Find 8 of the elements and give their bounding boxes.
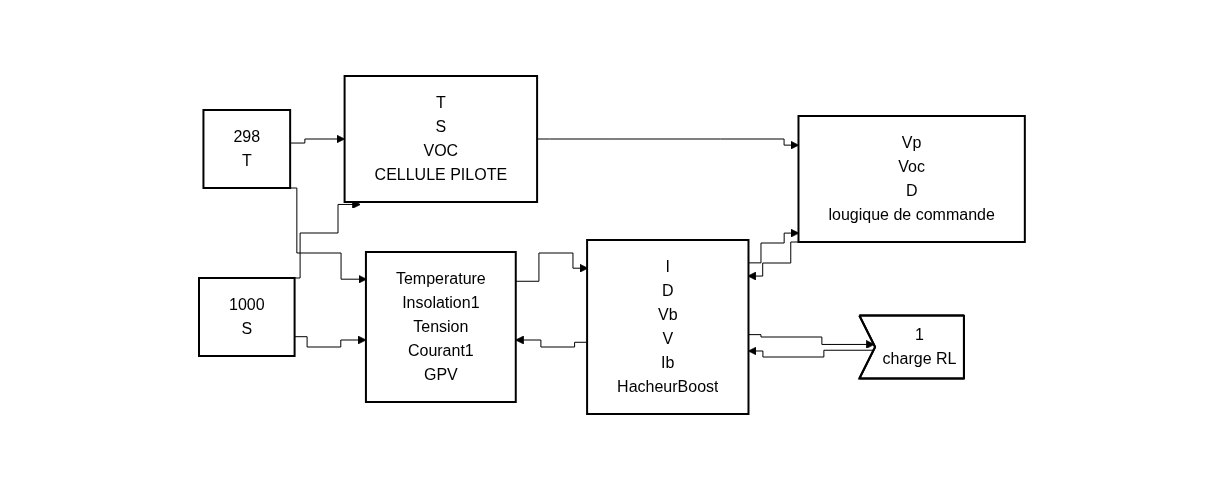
arrow (289, 134, 345, 144)
node-box: Temperature Insolation1 Tension Courant1 GPV (364, 250, 517, 403)
node-box: T S VOC CELLULE PILOTE (343, 74, 538, 203)
node-box: I D Vb V Ib HacheurBoost (585, 238, 750, 415)
node-box: 1000 S (197, 276, 296, 357)
node-box: Vp Voc D lougique de commande (797, 114, 1026, 243)
arrow (536, 138, 799, 150)
node-box: 298 T (202, 108, 291, 189)
